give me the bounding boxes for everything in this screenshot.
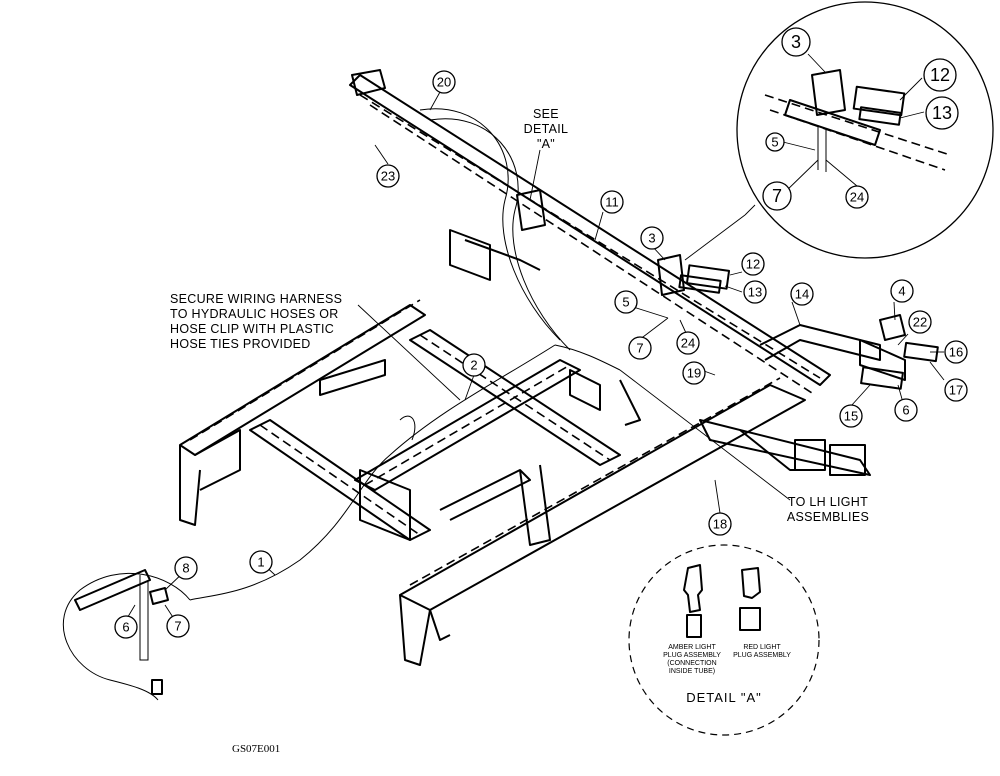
- wiring-harness: [62, 344, 621, 701]
- callout-2: 2: [462, 353, 486, 377]
- svg-text:15: 15: [844, 409, 858, 424]
- callout-1: 1: [249, 550, 273, 574]
- svg-text:1: 1: [257, 555, 264, 570]
- svg-text:24: 24: [850, 190, 864, 205]
- note-see-detail: SEE DETAIL "A": [524, 107, 569, 151]
- detail-callout-13: 13: [925, 96, 959, 130]
- svg-text:7: 7: [174, 619, 181, 634]
- svg-text:16: 16: [949, 345, 963, 360]
- svg-text:TO HYDRAULIC HOSES OR: TO HYDRAULIC HOSES OR: [170, 307, 339, 321]
- figure-id: GS07E001: [232, 743, 280, 755]
- callout-5: 5: [614, 290, 638, 314]
- detail-a-label: DETAIL "A": [686, 690, 762, 705]
- svg-text:19: 19: [687, 366, 701, 381]
- callout-4: 4: [890, 279, 914, 303]
- callout-19: 19: [682, 361, 706, 385]
- svg-text:HOSE CLIP WITH PLASTIC: HOSE CLIP WITH PLASTIC: [170, 322, 334, 336]
- svg-text:SECURE WIRING HARNESS: SECURE WIRING HARNESS: [170, 292, 342, 306]
- callout-6: 6: [894, 398, 918, 422]
- svg-text:6: 6: [122, 620, 129, 635]
- callout-6-left: 6: [114, 615, 138, 639]
- svg-text:"A": "A": [537, 137, 555, 151]
- callout-22: 22: [908, 310, 932, 334]
- callout-17: 17: [944, 378, 968, 402]
- detail-callout-3: 3: [781, 27, 811, 57]
- note-lh-light: TO LH LIGHT ASSEMBLIES: [787, 495, 869, 524]
- svg-text:12: 12: [746, 257, 760, 272]
- note-wiring-harness: SECURE WIRING HARNESS TO HYDRAULIC HOSES…: [170, 292, 342, 351]
- svg-text:3: 3: [791, 32, 801, 52]
- svg-text:18: 18: [713, 517, 727, 532]
- detail-callout-5: 5: [765, 132, 785, 152]
- svg-text:17: 17: [949, 383, 963, 398]
- svg-text:4: 4: [898, 284, 905, 299]
- svg-text:PLUG ASSEMBLY: PLUG ASSEMBLY: [663, 652, 721, 659]
- detail-magnified-circle: [736, 1, 994, 259]
- svg-text:ASSEMBLIES: ASSEMBLIES: [787, 510, 869, 524]
- svg-text:5: 5: [622, 295, 629, 310]
- svg-text:22: 22: [913, 315, 927, 330]
- leader-lines: [125, 91, 945, 626]
- left-light-assembly: [74, 569, 169, 695]
- svg-text:20: 20: [437, 75, 451, 90]
- callout-24: 24: [676, 331, 700, 355]
- svg-text:HOSE TIES PROVIDED: HOSE TIES PROVIDED: [170, 337, 311, 351]
- svg-text:SEE: SEE: [533, 107, 559, 121]
- callout-15: 15: [839, 404, 863, 428]
- callout-8: 8: [174, 556, 198, 580]
- callout-12: 12: [741, 252, 765, 276]
- callout-7-left: 7: [166, 614, 190, 638]
- svg-text:DETAIL: DETAIL: [524, 122, 569, 136]
- callout-20: 20: [432, 70, 456, 94]
- svg-text:AMBER LIGHT: AMBER LIGHT: [668, 644, 716, 651]
- svg-text:3: 3: [648, 231, 655, 246]
- callout-7: 7: [628, 336, 652, 360]
- svg-text:13: 13: [748, 285, 762, 300]
- svg-text:7: 7: [772, 186, 782, 206]
- callout-13: 13: [743, 280, 767, 304]
- detail-a-circle: AMBER LIGHT PLUG ASSEMBLY (CONNECTION IN…: [628, 544, 820, 736]
- svg-text:8: 8: [182, 561, 189, 576]
- callout-16: 16: [944, 340, 968, 364]
- callout-3: 3: [640, 226, 664, 250]
- svg-text:13: 13: [932, 103, 952, 123]
- callout-18: 18: [708, 512, 732, 536]
- svg-text:PLUG ASSEMBLY: PLUG ASSEMBLY: [733, 652, 791, 659]
- svg-text:5: 5: [771, 135, 778, 150]
- callouts: 20 23 11 3 12 13 14 4 22 16 17 15 6 5 24…: [114, 70, 968, 639]
- svg-text:11: 11: [605, 195, 619, 210]
- detail-callout-24: 24: [845, 185, 869, 209]
- svg-text:7: 7: [636, 341, 643, 356]
- callout-23: 23: [376, 164, 400, 188]
- light-bar: [349, 69, 939, 396]
- svg-text:24: 24: [681, 336, 695, 351]
- detail-callout-7: 7: [762, 181, 792, 211]
- svg-text:6: 6: [902, 403, 909, 418]
- svg-text:INSIDE TUBE): INSIDE TUBE): [669, 668, 715, 675]
- svg-text:14: 14: [795, 287, 809, 302]
- svg-text:(CONNECTION: (CONNECTION: [667, 660, 716, 667]
- callout-14: 14: [790, 282, 814, 306]
- svg-text:RED LIGHT: RED LIGHT: [743, 644, 781, 651]
- detail-callout-12: 12: [923, 58, 957, 92]
- detail-callouts: 3 12 13 5 7 24: [762, 27, 959, 211]
- svg-text:TO LH LIGHT: TO LH LIGHT: [788, 495, 868, 509]
- svg-text:2: 2: [470, 358, 477, 373]
- callout-11: 11: [600, 190, 624, 214]
- svg-text:23: 23: [381, 169, 395, 184]
- svg-text:12: 12: [930, 65, 950, 85]
- main-frame: [179, 229, 871, 666]
